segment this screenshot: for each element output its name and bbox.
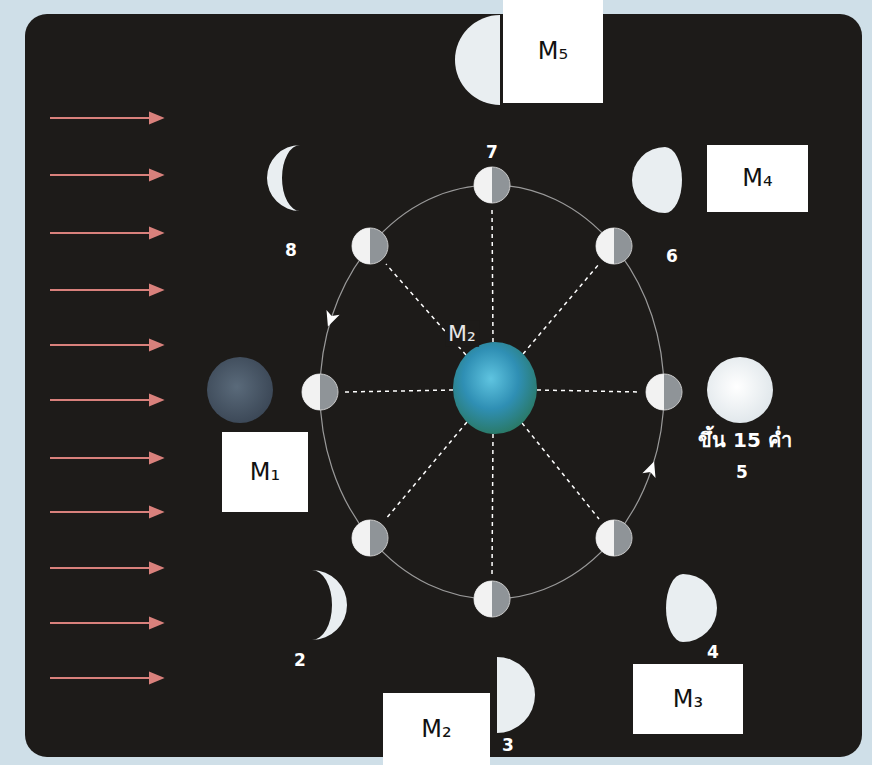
sunlight-arrows <box>50 113 162 683</box>
waxing-gibbous <box>666 574 717 642</box>
marker-box: M₃ <box>633 664 743 734</box>
marker-text: M₁ <box>250 458 280 487</box>
waning-crescent <box>267 145 300 211</box>
marker-box: M₁ <box>222 432 308 512</box>
orbit-moons <box>302 167 682 617</box>
full-moon <box>707 357 773 423</box>
phase-number: 7 <box>486 142 498 162</box>
orbit-direction-arrows <box>321 310 660 478</box>
last-quarter <box>455 15 500 105</box>
phase-number: 5 <box>736 462 748 482</box>
marker-box: M₄ <box>707 145 808 212</box>
new-moon <box>207 357 273 423</box>
marker-text: M₅ <box>538 37 568 66</box>
phase-name: ขึ้น 15 ค่ำ <box>698 428 792 452</box>
moon-marker: M₂ <box>445 321 479 347</box>
marker-text: M₂ <box>421 715 451 744</box>
dark-panel <box>25 14 862 757</box>
moon-orbit <box>320 185 664 599</box>
marker-box: M₅ <box>503 0 603 103</box>
phase-appearances <box>207 15 773 733</box>
waxing-crescent <box>312 570 347 640</box>
marker-box: M₂ <box>383 693 490 765</box>
marker-text: M₄ <box>742 164 772 193</box>
phase-number: 3 <box>502 735 514 755</box>
earth <box>453 342 537 434</box>
phase-number: 4 <box>707 642 719 662</box>
marker-text: M₃ <box>673 685 703 714</box>
phase-number: 2 <box>294 650 306 670</box>
phase-number: 8 <box>285 240 297 260</box>
sight-lines <box>344 209 640 575</box>
phase-number: 6 <box>666 246 678 266</box>
first-quarter <box>497 657 535 733</box>
waning-gibbous <box>632 147 682 213</box>
